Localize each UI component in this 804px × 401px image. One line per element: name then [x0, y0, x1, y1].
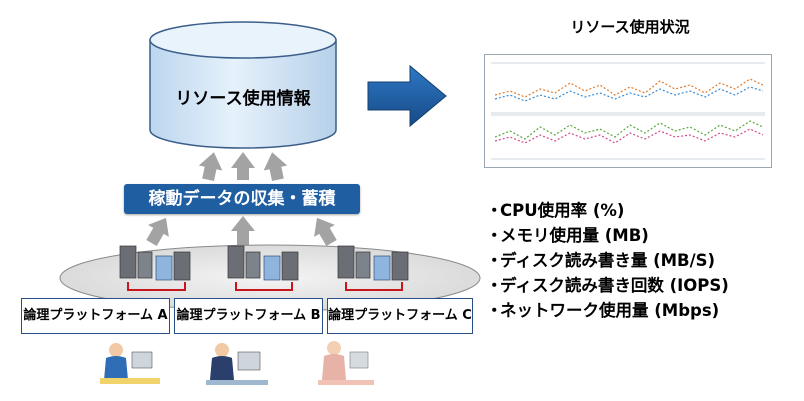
usage-chart-thumbnail: [484, 54, 772, 168]
metric-disk-iops: ・ディスク読み書き回数 (IOPS): [486, 273, 729, 298]
database-label: リソース使用情報: [175, 89, 311, 109]
platform-box-c: 論理プラットフォーム C: [327, 298, 473, 334]
metric-cpu: ・CPU使用率 (%): [486, 198, 729, 223]
bullet-icon: ・: [486, 301, 503, 320]
database-cylinder: [149, 21, 337, 149]
platform-box-a: 論理プラットフォーム A: [21, 298, 170, 334]
metric-network: ・ネットワーク使用量 (Mbps): [486, 298, 729, 323]
bullet-icon: ・: [486, 251, 503, 270]
bullet-icon: ・: [486, 276, 503, 295]
bullet-icon: ・: [486, 226, 503, 245]
operator-person-icon-c: [318, 341, 374, 385]
platform-box-b: 論理プラットフォーム B: [174, 298, 323, 334]
metric-memory: ・メモリ使用量 (MB): [486, 223, 729, 248]
server-group-b: [227, 245, 299, 291]
upload-arrows-top: [198, 152, 288, 181]
metric-disk-throughput: ・ディスク読み書き量 (MB/S): [486, 248, 729, 273]
metrics-list: ・CPU使用率 (%) ・メモリ使用量 (MB) ・ディスク読み書き量 (MB/…: [486, 198, 729, 323]
usage-chart-graphic: [485, 55, 771, 167]
server-group-c: [337, 245, 409, 291]
server-group-a: [119, 245, 191, 291]
bullet-icon: ・: [486, 201, 503, 220]
operator-person-icon-a: [100, 343, 160, 384]
collection-banner: 稼動データの収集・蓄積: [124, 184, 360, 214]
flow-arrow-icon: [367, 64, 447, 128]
usage-title: リソース使用状況: [570, 18, 690, 36]
upload-arrows-bottom: [146, 216, 337, 246]
operator-person-icon-b: [206, 343, 268, 385]
